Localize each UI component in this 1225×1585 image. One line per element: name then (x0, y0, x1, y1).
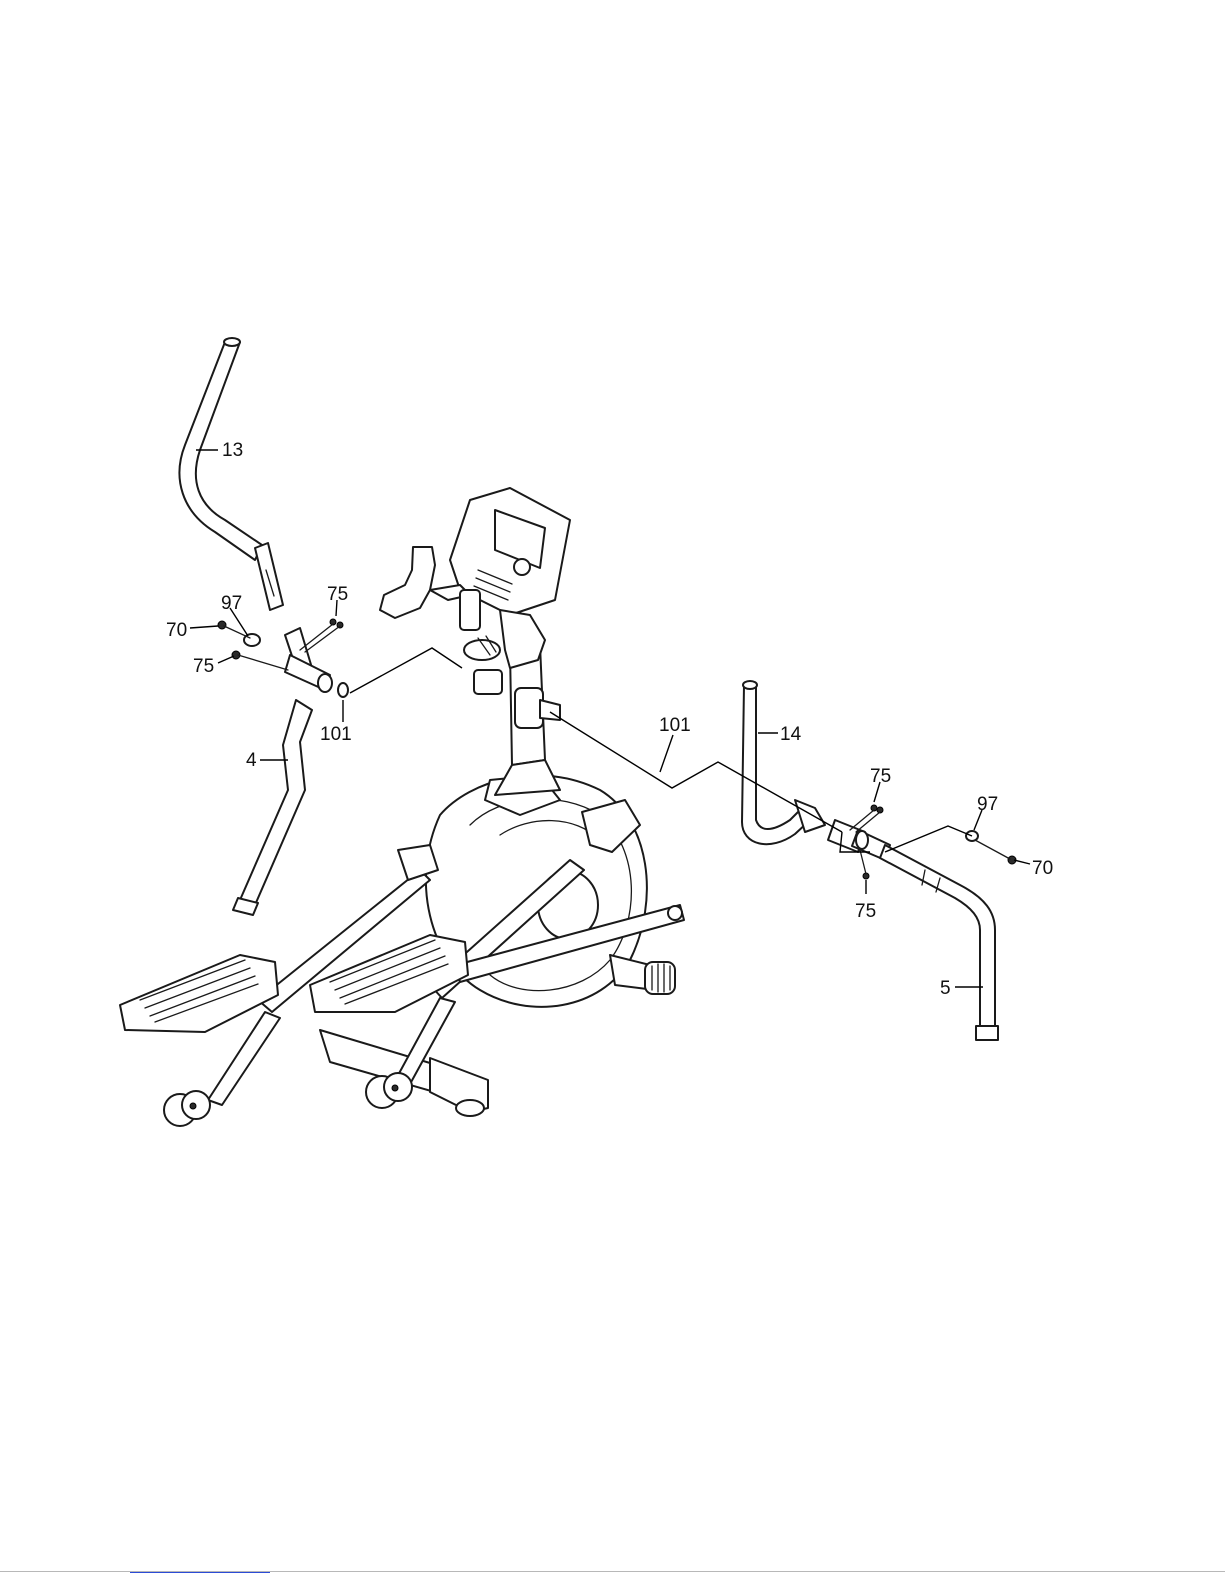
callout-75-left-top: 75 (327, 584, 348, 605)
callout-13: 13 (222, 440, 243, 461)
callout-97-right: 97 (977, 794, 998, 815)
callout-75-right-top: 75 (870, 766, 891, 787)
upper-arm-part-14 (742, 681, 825, 844)
callout-70-left: 70 (166, 620, 187, 641)
callout-70-right: 70 (1032, 858, 1053, 879)
elliptical-trainer-body (320, 488, 675, 1116)
lower-arm-part-5 (880, 845, 998, 1040)
callout-4: 4 (246, 750, 257, 771)
callout-101-right: 101 (659, 715, 691, 736)
callout-75-left-bottom: 75 (193, 656, 214, 677)
callout-101-left: 101 (320, 724, 352, 745)
lower-arm-part-4 (233, 700, 312, 915)
left-hardware (218, 619, 348, 697)
callout-5: 5 (940, 978, 951, 999)
upper-arm-part-13 (179, 338, 283, 610)
callout-14: 14 (780, 724, 802, 745)
callout-75-right-bottom: 75 (855, 901, 876, 922)
footer-link-underline[interactable] (130, 1572, 270, 1573)
callout-97-left: 97 (221, 593, 242, 614)
